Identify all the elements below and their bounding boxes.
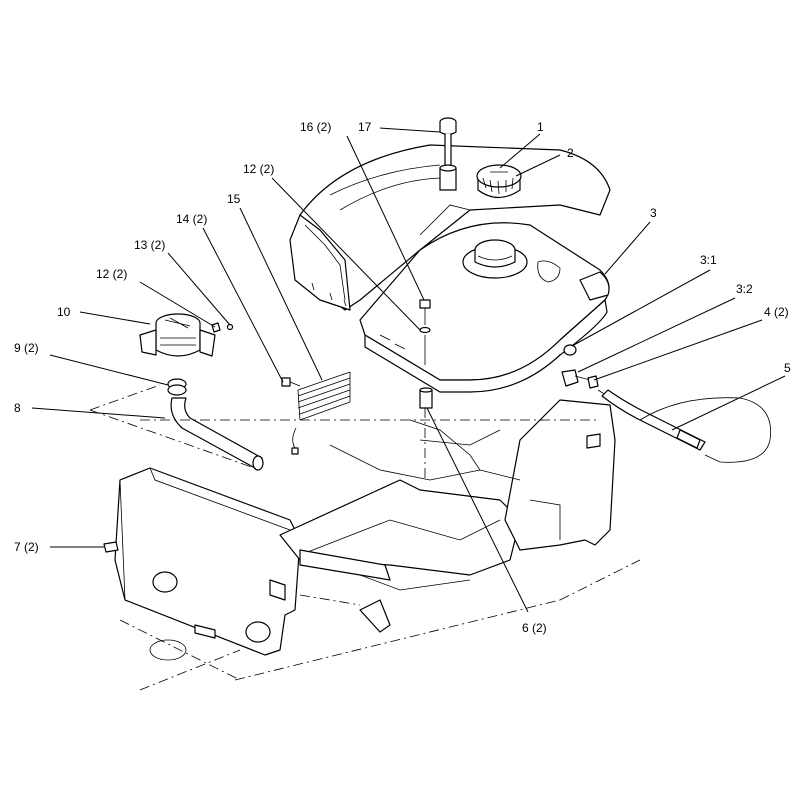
fuel-filter-assembly: [139, 313, 234, 357]
callout-16: 16 (2): [300, 120, 331, 134]
callout-labels: 17 16 (2) 1 2 12 (2) 15 14 (2) 3 13 (2) …: [14, 120, 791, 635]
fuel-tank: [359, 222, 610, 393]
callout-10: 10: [57, 305, 71, 319]
callout-9: 9 (2): [14, 341, 39, 355]
callout-5: 5: [784, 361, 791, 375]
tank-hardware: [419, 299, 433, 480]
callout-14: 14 (2): [176, 212, 207, 226]
callout-15: 15: [227, 192, 241, 206]
callout-4: 4 (2): [764, 305, 789, 319]
callout-8: 8: [14, 401, 21, 415]
callout-13: 13 (2): [134, 238, 165, 252]
leader-lines: [31, 127, 786, 613]
callout-6: 6 (2): [522, 621, 547, 635]
fuel-cap: [476, 164, 522, 199]
heat-shield-bracket: [281, 371, 351, 455]
callout-2: 2: [567, 146, 574, 160]
frame-chassis: [89, 384, 641, 691]
callout-3-1: 3:1: [700, 253, 717, 267]
hose-clamp-and-hose: [167, 378, 264, 471]
callout-3: 3: [650, 206, 657, 220]
callout-17: 17: [358, 120, 372, 134]
callout-12-lower: 12 (2): [96, 267, 127, 281]
fuel-line-fittings: [561, 344, 772, 463]
callout-12-upper: 12 (2): [243, 162, 274, 176]
callout-7: 7 (2): [14, 540, 39, 554]
callout-1: 1: [537, 120, 544, 134]
hood-shell: [289, 144, 611, 311]
fuel-gauge: [439, 117, 457, 191]
callout-3-2: 3:2: [736, 282, 753, 296]
